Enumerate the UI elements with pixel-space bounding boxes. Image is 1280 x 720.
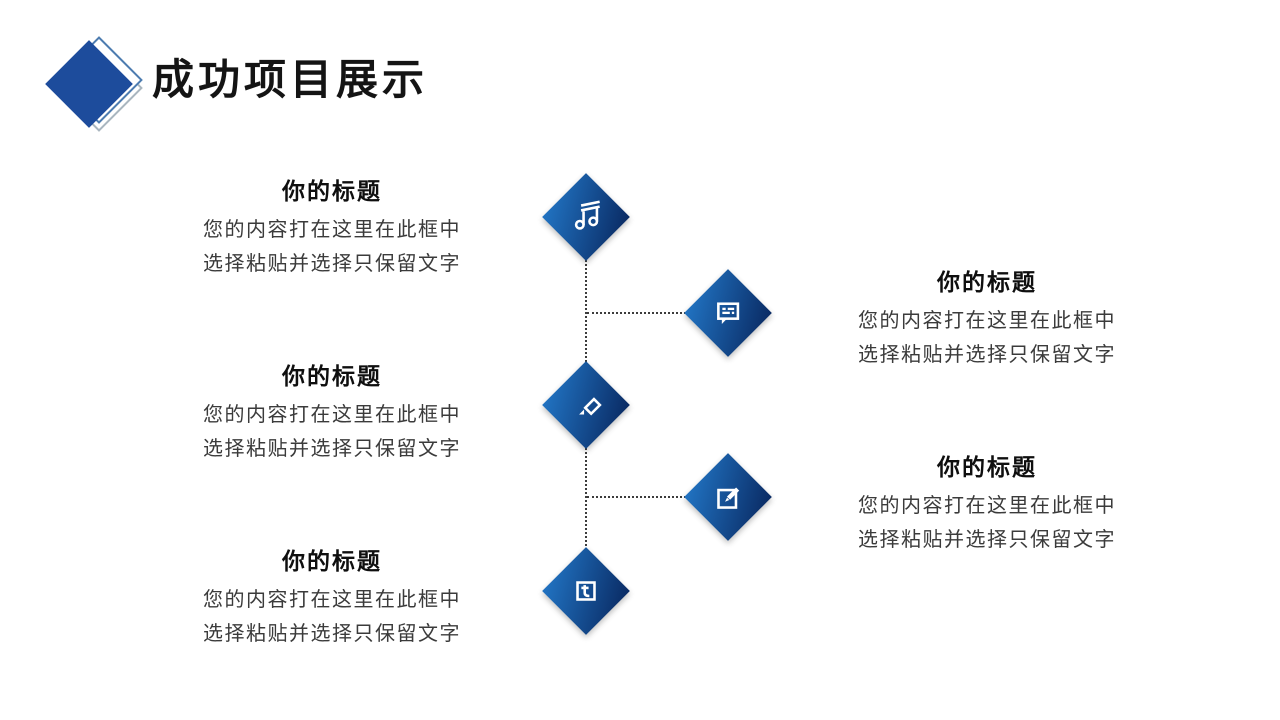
layered-diamond-logo-icon <box>41 36 143 132</box>
block-body-line: 选择粘贴并选择只保留文字 <box>203 253 461 275</box>
block-body-line: 您的内容打在这里在此框中 <box>203 589 461 611</box>
timeline-node-2 <box>684 269 772 357</box>
block-body-line: 您的内容打在这里在此框中 <box>203 219 461 241</box>
text-block-left-3: 你的标题 您的内容打在这里在此框中 选择粘贴并选择只保留文字 <box>177 542 487 651</box>
letter-t-icon <box>555 560 617 622</box>
block-heading: 你的标题 <box>282 364 382 389</box>
block-body-line: 选择粘贴并选择只保留文字 <box>858 529 1116 551</box>
logo-front-diamond <box>45 40 133 128</box>
block-heading: 你的标题 <box>282 549 382 574</box>
pencil-icon <box>555 374 617 436</box>
timeline-node-3 <box>542 361 630 449</box>
block-body-line: 选择粘贴并选择只保留文字 <box>858 344 1116 366</box>
timeline-node-5 <box>542 547 630 635</box>
edit-compose-icon <box>697 466 759 528</box>
timeline-connector-vertical <box>585 260 587 362</box>
text-block-left-1: 你的标题 您的内容打在这里在此框中 选择粘贴并选择只保留文字 <box>177 172 487 281</box>
text-block-left-2: 你的标题 您的内容打在这里在此框中 选择粘贴并选择只保留文字 <box>177 357 487 466</box>
block-heading: 你的标题 <box>937 455 1037 480</box>
block-heading: 你的标题 <box>282 179 382 204</box>
timeline-connector-horizontal <box>587 496 686 498</box>
text-block-right-2: 你的标题 您的内容打在这里在此框中 选择粘贴并选择只保留文字 <box>832 448 1142 557</box>
block-body-line: 您的内容打在这里在此框中 <box>203 404 461 426</box>
timeline-node-4 <box>684 453 772 541</box>
text-block-right-1: 你的标题 您的内容打在这里在此框中 选择粘贴并选择只保留文字 <box>832 263 1142 372</box>
block-heading: 你的标题 <box>937 270 1037 295</box>
timeline-connector-horizontal <box>587 312 686 314</box>
block-body-line: 您的内容打在这里在此框中 <box>858 495 1116 517</box>
block-body-line: 您的内容打在这里在此框中 <box>858 310 1116 332</box>
block-body-line: 选择粘贴并选择只保留文字 <box>203 438 461 460</box>
chat-message-icon <box>697 282 759 344</box>
timeline-node-1 <box>542 173 630 261</box>
block-body-line: 选择粘贴并选择只保留文字 <box>203 623 461 645</box>
music-notes-icon <box>555 186 617 248</box>
slide-title: 成功项目展示 <box>152 58 429 104</box>
timeline-connector-vertical <box>585 448 587 550</box>
